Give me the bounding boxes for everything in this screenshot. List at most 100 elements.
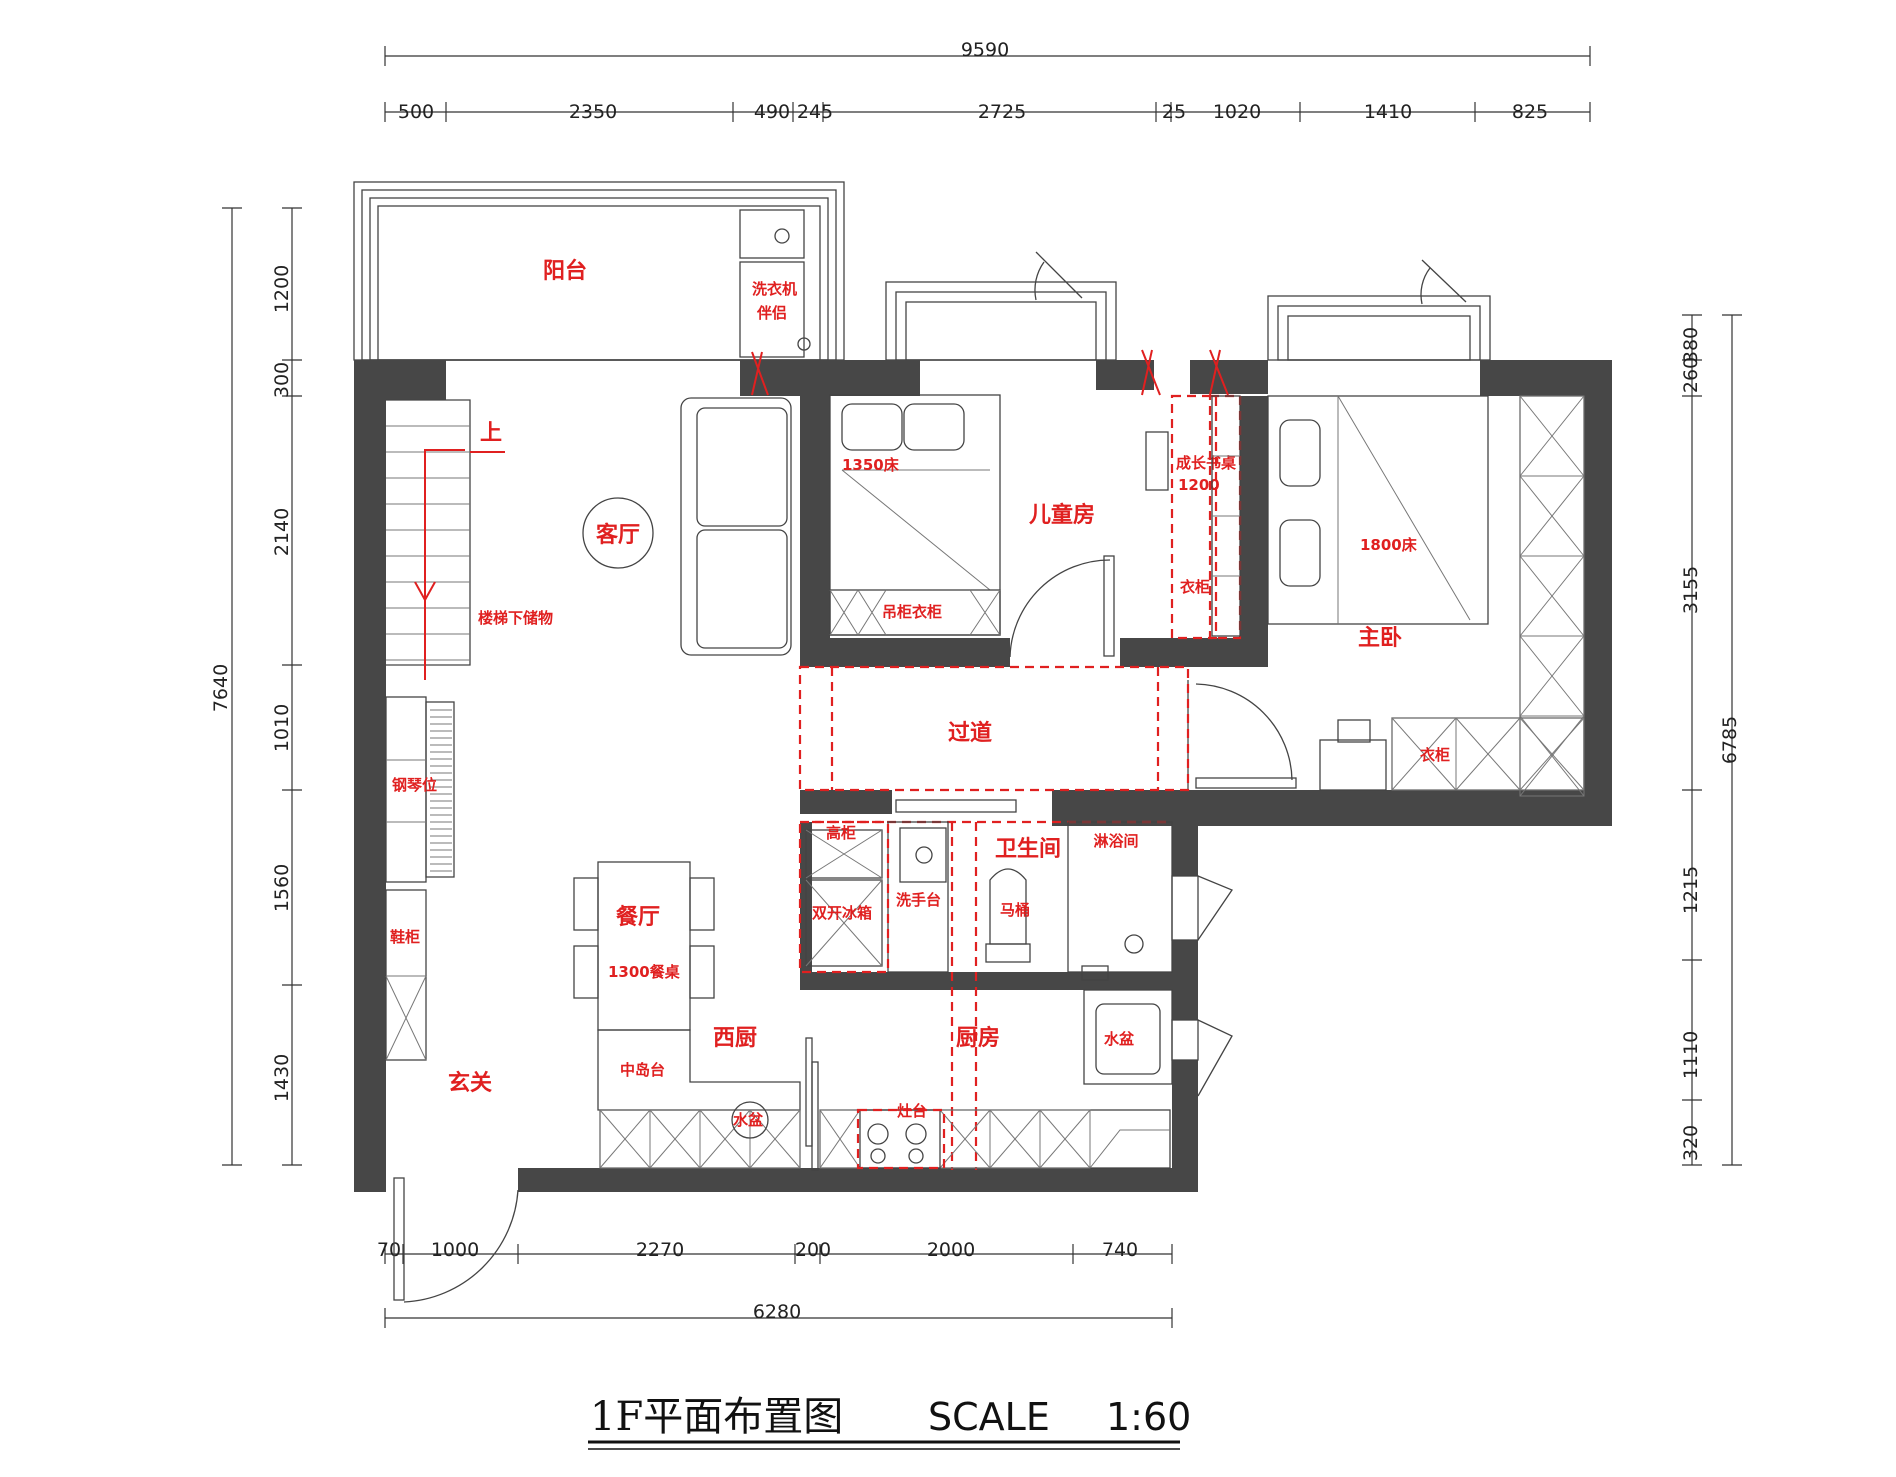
dim-left-6: 1430 — [271, 1054, 293, 1102]
island-sink — [731, 1101, 769, 1139]
dim-left-4: 1010 — [271, 704, 293, 752]
room-bathroom: 卫生间 — [995, 837, 1061, 862]
room-balcony: 阳台 — [543, 258, 587, 284]
dim-bottom-5: 2000 — [927, 1239, 975, 1261]
label-wardrobe-small: 衣柜 — [1180, 578, 1210, 596]
label-bed-1800: 1800床 — [1360, 536, 1418, 554]
sliding-door — [805, 1037, 819, 1171]
dim-left-1: 1200 — [271, 265, 293, 313]
kids-bed — [829, 394, 1001, 636]
dim-top-8: 1410 — [1364, 101, 1412, 123]
dim-bottom-2: 1000 — [431, 1239, 479, 1261]
toilet — [985, 868, 1031, 963]
dim-bottom-6: 740 — [1102, 1239, 1138, 1261]
dim-top-4: 245 — [797, 101, 833, 123]
entry-door — [393, 1177, 519, 1303]
dim-right-2: 380 — [1680, 327, 1702, 363]
label-stove: 灶台 — [897, 1102, 927, 1120]
label-toilet: 马桶 — [1000, 901, 1030, 919]
dim-bottom-total: 6280 — [753, 1301, 801, 1323]
label-piano: 钢琴位 — [392, 776, 437, 794]
dim-top-total: 9590 — [961, 39, 1009, 61]
growth-desk-zone — [1170, 394, 1218, 640]
dim-top-2: 2350 — [569, 101, 617, 123]
kids-wardrobe — [1211, 395, 1241, 637]
dim-top-3: 490 — [754, 101, 790, 123]
label-up: 上 — [480, 421, 502, 446]
floor-drain — [1081, 965, 1109, 981]
label-wash-basin: 洗手台 — [896, 891, 941, 909]
living-table — [582, 497, 654, 569]
kids-door — [1009, 555, 1115, 658]
dim-bottom-4: 200 — [795, 1239, 831, 1261]
west-kitchen-cabinets — [599, 1109, 801, 1169]
dim-left-2: 300 — [271, 362, 293, 398]
dim-left-5: 1560 — [271, 864, 293, 912]
room-entrance: 玄关 — [448, 1070, 492, 1096]
corridor-zone — [798, 665, 1190, 792]
master-chair — [1337, 719, 1371, 743]
master-wardrobe-bottom — [1391, 717, 1585, 791]
room-shower: 淋浴间 — [1093, 832, 1138, 850]
room-living: 客厅 — [596, 522, 640, 548]
sofa — [680, 397, 792, 656]
staircase — [386, 399, 505, 680]
label-washer-2: 伴侣 — [756, 304, 787, 322]
stove-zone — [856, 1108, 946, 1170]
room-master: 主卧 — [1358, 626, 1402, 651]
scale-label: SCALE — [928, 1395, 1050, 1439]
kitchen-sink — [1095, 1003, 1161, 1075]
room-kids: 儿童房 — [1028, 502, 1095, 528]
drawing-title: 1F平面布置图 — [590, 1394, 843, 1440]
red-break-marks — [751, 349, 1229, 396]
kitchen-island — [597, 1029, 801, 1111]
kitchen-cabinets — [819, 1109, 1171, 1169]
master-wardrobe-side — [1519, 395, 1585, 797]
dimension-labels: 9590 500 2350 490 245 2725 25 1020 1410 … — [210, 39, 1741, 1323]
dim-right-3: 3155 — [1680, 566, 1702, 614]
dining-table — [573, 861, 715, 1031]
label-washer: 洗衣机 — [752, 280, 797, 298]
dim-bottom-3: 2270 — [636, 1239, 684, 1261]
label-tall-cabinet: 高柜 — [826, 824, 856, 842]
master-desk — [1319, 739, 1387, 791]
label-growth-desk: 成长书桌 — [1176, 454, 1237, 472]
dim-top-9: 825 — [1512, 101, 1548, 123]
dim-right-total: 6785 — [1719, 716, 1741, 764]
label-stair-storage: 楼梯下储物 — [478, 609, 553, 627]
label-growth-desk-size: 1200 — [1178, 476, 1220, 494]
wash-basin — [899, 827, 947, 883]
scale-value: 1:60 — [1106, 1395, 1191, 1439]
dimension-lines — [222, 46, 1742, 1328]
shoe-cabinet — [385, 889, 427, 1061]
master-door — [1187, 680, 1297, 790]
room-corridor: 过道 — [948, 720, 992, 746]
dim-right-5: 1110 — [1680, 1031, 1702, 1079]
room-kitchen: 厨房 — [956, 1025, 1000, 1051]
balcony-frame — [353, 181, 845, 361]
master-bed — [1267, 395, 1489, 625]
dim-right-4: 1215 — [1680, 866, 1702, 914]
tall-cabinet-fridge — [798, 820, 890, 974]
dim-top-5: 2725 — [978, 101, 1026, 123]
dim-top-1: 500 — [398, 101, 434, 123]
wash-basin-counter — [887, 821, 949, 973]
label-shoe-cabinet: 鞋柜 — [390, 928, 420, 946]
dim-left-total: 7640 — [210, 664, 232, 712]
bathroom-zone — [812, 799, 1172, 1170]
dim-top-7: 1020 — [1213, 101, 1261, 123]
bathroom-window-door — [1171, 875, 1233, 1097]
kitchen-sink-counter — [1083, 989, 1173, 1085]
dim-bottom-1: 70 — [377, 1239, 401, 1261]
label-fridge: 双开冰箱 — [812, 904, 872, 922]
dim-right-1: 260 — [1680, 357, 1702, 393]
label-wardrobe: 衣柜 — [1420, 746, 1450, 764]
dim-top-6: 25 — [1162, 101, 1186, 123]
piano — [385, 696, 455, 883]
kids-wardrobe-zone — [1208, 394, 1242, 640]
label-bed-1350: 1350床 — [842, 456, 900, 474]
kids-chair — [1145, 431, 1169, 491]
label-dining-table: 1300餐桌 — [608, 963, 681, 981]
dim-right-6: 320 — [1680, 1125, 1702, 1161]
